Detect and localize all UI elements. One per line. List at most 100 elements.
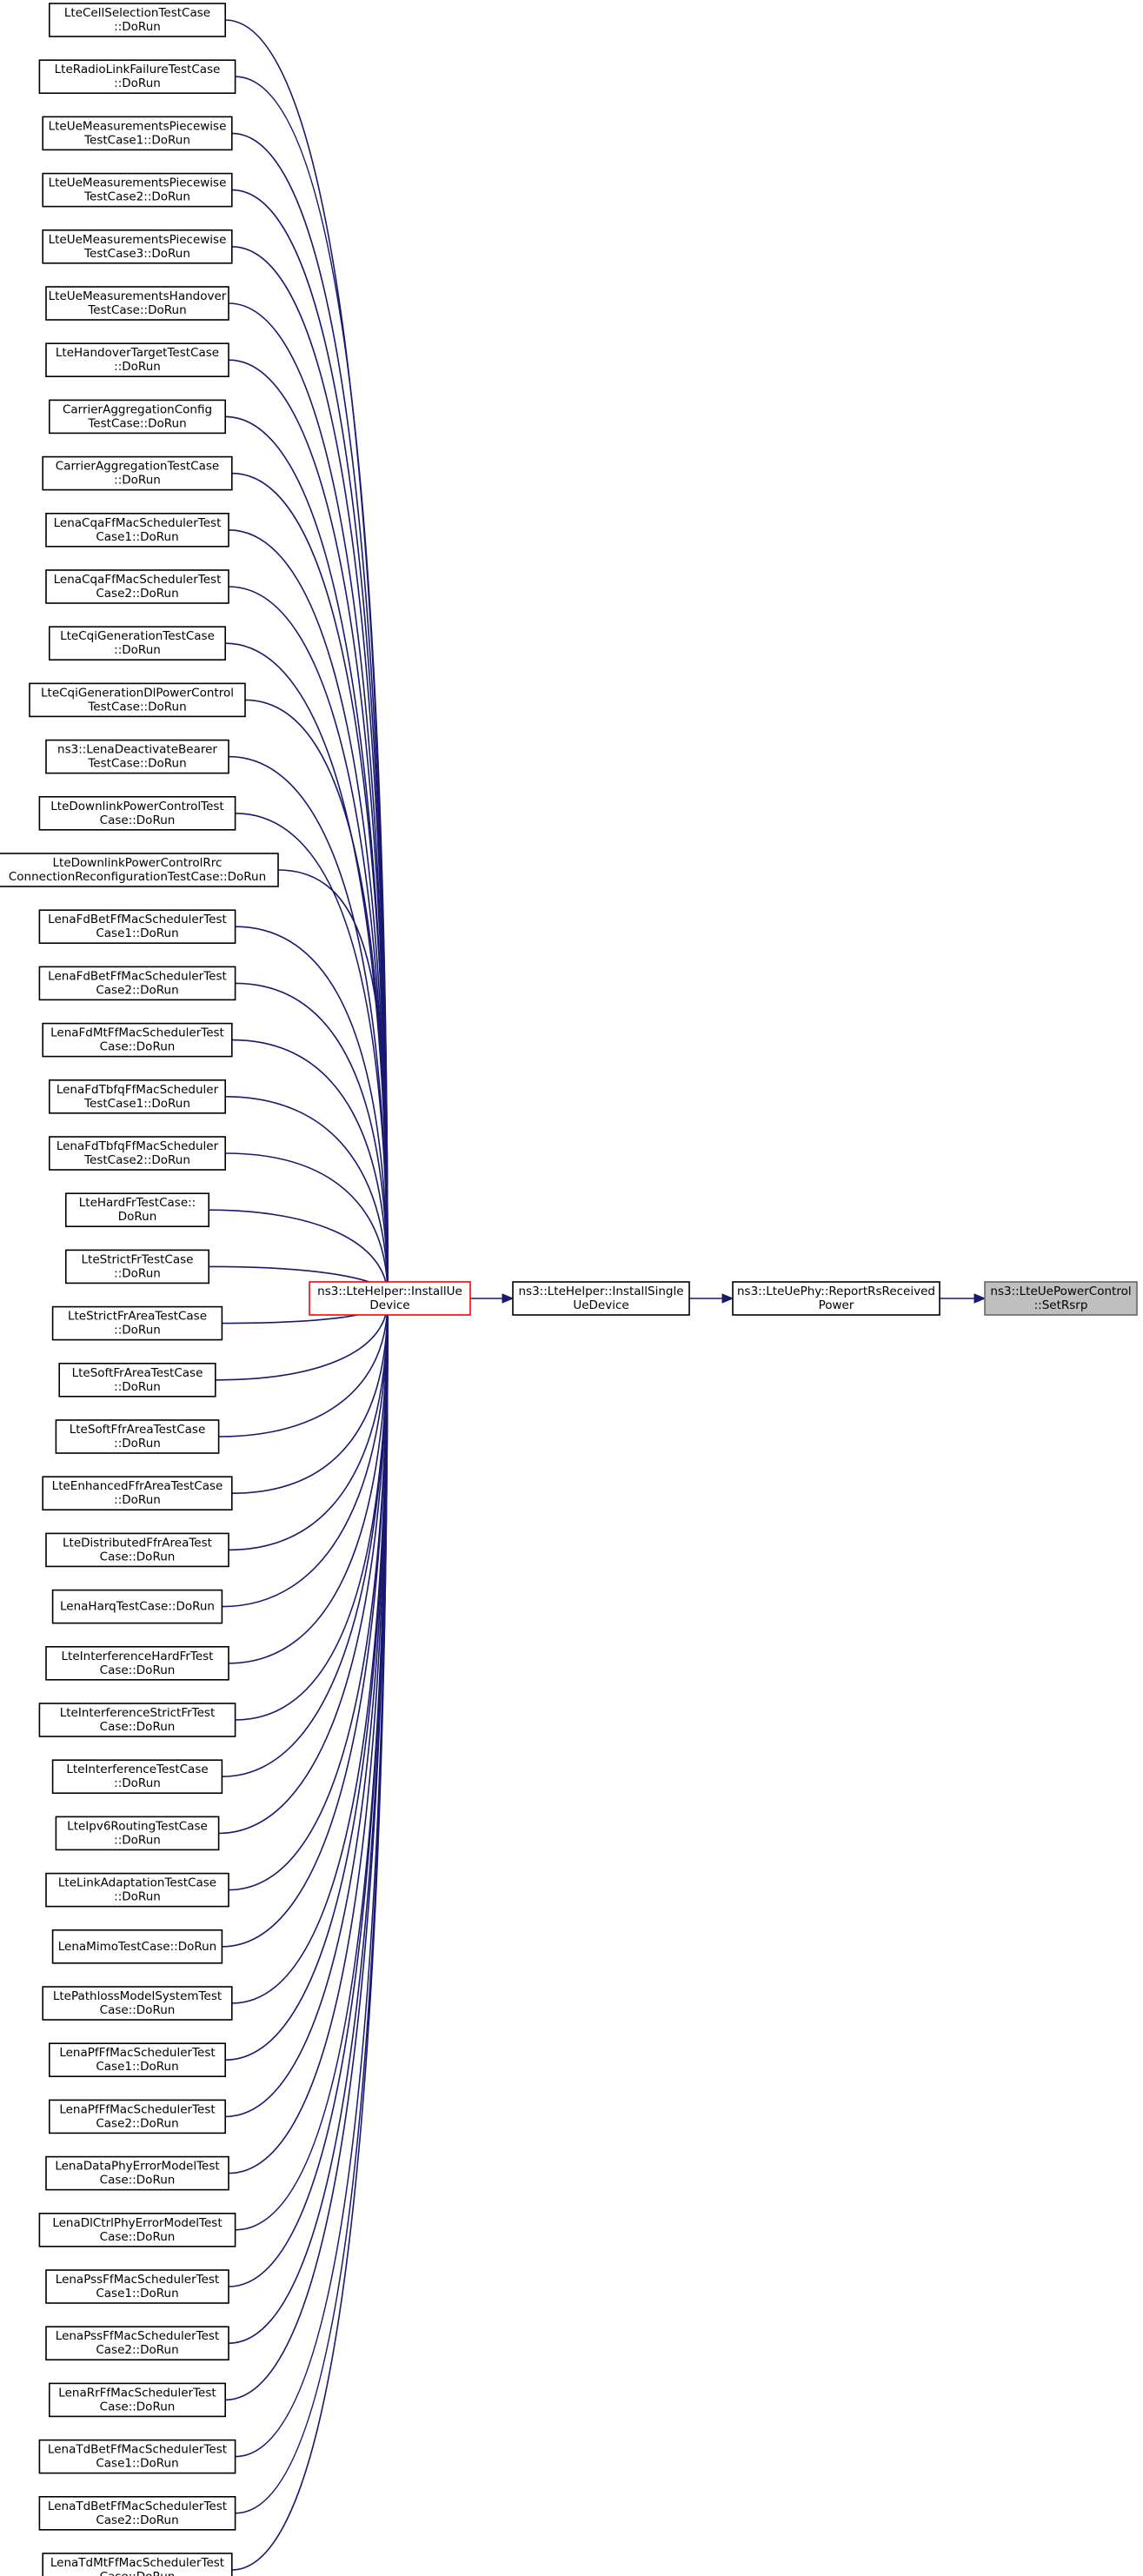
caller-node-label-line: TestCase::DoRun xyxy=(87,757,186,771)
caller-node[interactable]: LteSoftFfrAreaTestCase::DoRun xyxy=(55,1419,220,1454)
caller-node-box xyxy=(48,1136,226,1171)
caller-node[interactable]: LteIpv6RoutingTestCase::DoRun xyxy=(55,1816,220,1851)
caller-edge-line xyxy=(218,1299,389,1437)
caller-edge-line xyxy=(228,1299,389,1551)
install-single-ue-device-node-label-line: ns3::LteHelper::InstallSingle xyxy=(518,1285,683,1298)
caller-node[interactable]: CarrierAggregationTestCase::DoRun xyxy=(42,455,233,491)
caller-node-label-line: TestCase2::DoRun xyxy=(83,190,190,204)
caller-node[interactable]: LteHandoverTargetTestCase::DoRun xyxy=(45,342,229,378)
caller-node[interactable]: LteDownlinkPowerControlRrcConnectionReco… xyxy=(0,853,279,887)
caller-node-label-line: LteUeMeasurementsHandover xyxy=(49,289,227,303)
chain-edge-arrowhead xyxy=(974,1293,987,1304)
caller-node[interactable]: LenaTdMtFfMacSchedulerTestCase::DoRun xyxy=(42,2553,233,2576)
caller-node-label-line: LteRadioLinkFailureTestCase xyxy=(55,63,221,76)
caller-node-box xyxy=(45,342,229,378)
caller-node-box xyxy=(42,1022,233,1058)
caller-node-box xyxy=(38,2213,236,2247)
caller-node[interactable]: LteRadioLinkFailureTestCase::DoRun xyxy=(38,59,236,94)
caller-node[interactable]: LteHardFrTestCase::DoRun xyxy=(65,1192,209,1227)
caller-edge-line xyxy=(231,1039,389,1298)
caller-node[interactable]: LteEnhancedFfrAreaTestCase::DoRun xyxy=(42,1476,233,1510)
caller-node[interactable]: LteUeMeasurementsPiecewiseTestCase1::DoR… xyxy=(42,116,233,151)
caller-node[interactable]: LteUeMeasurementsPiecewiseTestCase2::DoR… xyxy=(42,172,233,208)
caller-edge-line xyxy=(235,1299,389,2231)
caller-node-label-line: Case2::DoRun xyxy=(96,2513,178,2527)
caller-node-box xyxy=(42,229,233,264)
caller-node[interactable]: LenaMimoTestCase::DoRun xyxy=(51,1929,223,1964)
caller-node-box xyxy=(38,2439,236,2474)
caller-node[interactable]: LteSoftFrAreaTestCase::DoRun xyxy=(58,1363,216,1398)
caller-node-label-line: TestCase::DoRun xyxy=(87,700,186,714)
caller-node-label-line: LenaPfFfMacSchedulerTest xyxy=(59,2102,215,2116)
caller-node-label-line: Case2::DoRun xyxy=(96,2343,178,2357)
report-rs-received-power-node-label-line: Power xyxy=(819,1298,854,1312)
caller-edge-line xyxy=(235,982,389,1298)
root-node[interactable]: ns3::LteUePowerControl::SetRsrp xyxy=(984,1281,1138,1316)
caller-node-label-line: DoRun xyxy=(118,1210,157,1224)
caller-node[interactable]: LteCqiGenerationTestCase::DoRun xyxy=(48,626,226,661)
caller-node-label-line: LteStrictFrTestCase xyxy=(82,1252,194,1266)
caller-node-box xyxy=(38,1703,236,1737)
caller-node[interactable]: LteCqiGenerationDlPowerControlTestCase::… xyxy=(29,682,246,718)
caller-edge xyxy=(235,982,393,1298)
caller-edge-line xyxy=(235,1299,389,2514)
caller-node[interactable]: LenaHarqTestCase::DoRun xyxy=(51,1589,223,1624)
caller-node-label-line: Case1::DoRun xyxy=(96,2287,178,2300)
caller-node-box xyxy=(48,2099,226,2134)
caller-node-label-line: Case::DoRun xyxy=(100,2400,176,2413)
caller-node-box xyxy=(48,3,226,37)
caller-node-box xyxy=(42,116,233,151)
caller-node-box xyxy=(51,1305,223,1341)
caller-node-label-line: LenaPssFfMacSchedulerTest xyxy=(56,2329,219,2343)
caller-node[interactable]: LteCellSelectionTestCase::DoRun xyxy=(48,3,226,37)
caller-node-label-line: Case2::DoRun xyxy=(96,983,178,997)
caller-node-label-line: LteDownlinkPowerControlRrc xyxy=(53,856,223,870)
caller-node[interactable]: LteLinkAdaptationTestCase::DoRun xyxy=(45,1872,229,1908)
caller-edge-line xyxy=(218,1299,389,1835)
caller-node[interactable]: LteInterferenceTestCase::DoRun xyxy=(51,1759,223,1794)
caller-node[interactable]: LteStrictFrTestCase::DoRun xyxy=(65,1249,209,1285)
caller-node[interactable]: LteUeMeasurementsPiecewiseTestCase3::DoR… xyxy=(42,229,233,264)
chain-edge xyxy=(470,1293,515,1304)
caller-edge-line xyxy=(225,19,389,1298)
caller-edge-line xyxy=(228,302,389,1298)
caller-node-label-line: Case::DoRun xyxy=(100,1040,176,1054)
caller-edge-line xyxy=(225,642,389,1298)
caller-node-label-line: LenaFdMtFfMacSchedulerTest xyxy=(50,1026,224,1040)
caller-node-label-line: LteEnhancedFfrAreaTestCase xyxy=(52,1479,223,1493)
caller-node-label-line: LenaTdBetFfMacSchedulerTest xyxy=(48,2443,227,2457)
caller-node-box xyxy=(0,853,279,887)
caller-node-label-line: Case::DoRun xyxy=(100,2230,176,2244)
caller-node[interactable]: LteStrictFrAreaTestCase::DoRun xyxy=(51,1305,223,1341)
caller-node-label-line: Case1::DoRun xyxy=(96,926,178,940)
caller-edge-line xyxy=(225,1096,389,1298)
caller-node-label-line: LenaCqaFfMacSchedulerTest xyxy=(54,573,222,587)
